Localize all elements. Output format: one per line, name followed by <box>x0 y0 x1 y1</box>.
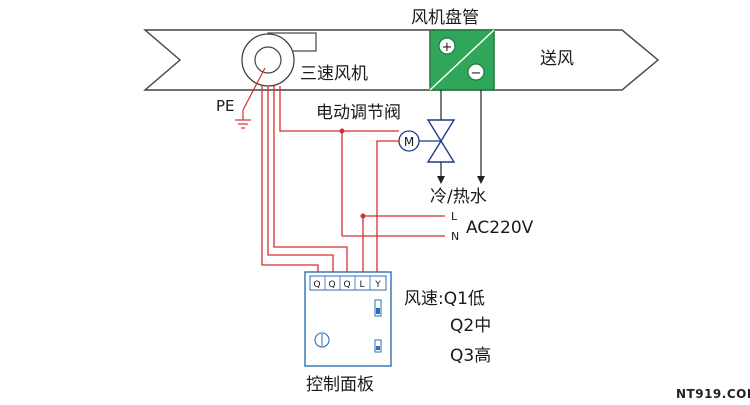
control-panel: Q Q Q L Y <box>304 271 392 367</box>
fan-label: 三速风机 <box>300 64 368 84</box>
water-label: 冷/热水 <box>430 187 487 207</box>
terminal-label: Q <box>328 280 335 290</box>
line-l-label: L <box>451 210 458 223</box>
power-label: AC220V <box>466 218 534 238</box>
fan-impeller-icon <box>254 46 282 74</box>
terminal-label: Y <box>374 280 381 290</box>
speed-q3-label: Q3高 <box>450 346 491 366</box>
watermark: NT919.COM <box>676 387 750 401</box>
minus-sign: − <box>471 66 482 81</box>
terminal-label: L <box>359 280 364 290</box>
air-duct <box>143 29 660 91</box>
minus-terminal-icon <box>467 63 485 81</box>
pe-label: PE <box>216 97 235 115</box>
junction-dot <box>360 213 366 219</box>
valve-label: 电动调节阀 <box>316 103 401 123</box>
plus-terminal-icon <box>438 37 456 55</box>
fan-coil-label: 风机盘管 <box>411 8 479 28</box>
pe-ground <box>235 67 266 129</box>
supply-air-label: 送风 <box>540 49 574 69</box>
terminal-label: Q <box>313 280 320 290</box>
fan-coil-unit: + − <box>429 29 495 91</box>
junction-dot <box>339 128 345 134</box>
panel-label: 控制面板 <box>306 375 374 395</box>
speed-q1-label: 风速:Q1低 <box>404 289 485 309</box>
plus-sign: + <box>442 40 453 55</box>
line-n-label: N <box>451 230 459 243</box>
speed-q2-label: Q2中 <box>450 316 491 336</box>
electric-valve: M <box>398 119 456 163</box>
motor-label: M <box>404 135 414 149</box>
red-wiring <box>261 86 445 276</box>
terminal-label: Q <box>343 280 350 290</box>
three-speed-fan <box>241 32 317 87</box>
